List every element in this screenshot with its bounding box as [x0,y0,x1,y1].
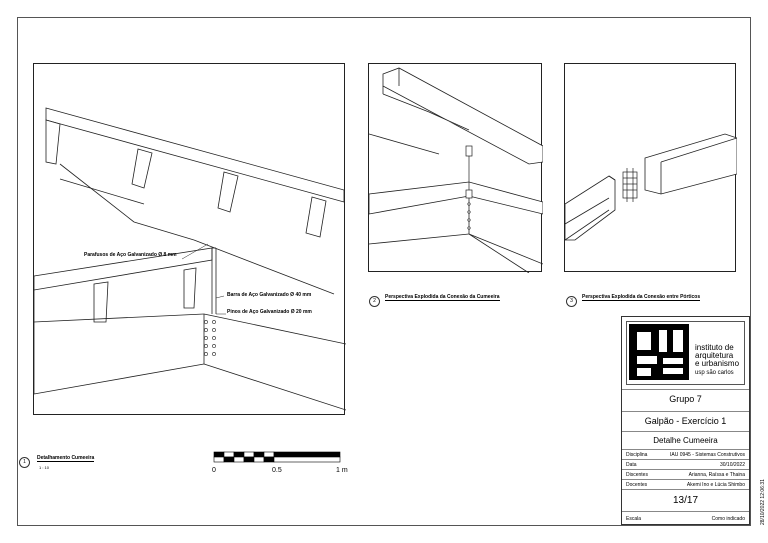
ridge-detail-drawing [34,107,346,411]
print-timestamp: 28/10/2022 12:06:31 [760,479,766,525]
sheet-number-row: 13/17 [622,489,749,511]
discipline-value: IAU 0945 - Sistemas Construtivos [669,452,745,458]
date-value: 30/10/2022 [719,462,745,468]
project-title: Galpão - Exercício 1 [644,416,727,426]
iau-logo-mark [629,324,689,380]
institution-logo: instituto de arquitetura e urbanismo usp… [626,321,745,385]
logo-line-2: arquitetura [695,351,734,360]
info-row-students: Discentes Arianna, Raíssa e Thaina [622,469,749,479]
view-2-exploded-ridge[interactable] [368,63,543,273]
info-row-teachers: Docentes Akemi Ino e Lúcia Shimbo [622,479,749,489]
logo-line-3: e urbanismo [695,359,740,368]
title-block: instituto de arquitetura e urbanismo usp… [621,316,750,525]
portal-exploded-drawing [565,133,737,241]
view-3-exploded-portal[interactable] [564,63,737,272]
logo-line-1: instituto de [695,343,734,352]
view-3-title: Perspectiva Explodida da Conexão entre P… [582,294,701,301]
project-row: Galpão - Exercício 1 [622,411,749,431]
scale-row: Escala Como indicado [622,511,749,524]
info-row-discipline: Disciplina IAU 0945 - Sistemas Construti… [622,449,749,459]
group-name: Grupo 7 [669,394,702,404]
students-value: Arianna, Raíssa e Thaina [688,472,745,478]
info-row-date: Data 30/10/2022 [622,459,749,469]
date-key: Data [626,462,637,468]
scale-bar [213,451,341,463]
label-screws: Parafusos de Aço Galvanizado Ø 8 mm [84,252,177,258]
view-2-title: Perspectiva Explodida da Conexão da Cume… [385,294,500,301]
scale-key: Escala [626,516,642,522]
sheet-number: 13/17 [672,495,699,506]
view-1-number: 1 [19,457,30,468]
view-1-title: Detalhamento Cumeeira [37,455,95,462]
view-1-scale: 1 : 10 [39,465,50,470]
teachers-value: Akemi Ino e Lúcia Shimbo [686,482,745,488]
discipline-key: Disciplina [626,452,648,458]
view-1-detail[interactable]: Parafusos de Aço Galvanizado Ø 8 mm Barr… [33,63,346,415]
sheet-title: Detalhe Cumeeira [653,436,718,445]
ridge-exploded-drawing [369,67,543,273]
sheet-title-row: Detalhe Cumeeira [622,431,749,449]
students-key: Discentes [626,472,648,478]
view-2-number: 2 [369,296,380,307]
label-pins: Pinos de Aço Galvanizado Ø 20 mm [227,309,312,315]
logo-line-4: usp são carlos [695,370,734,376]
drawing-sheet-border [17,17,751,526]
scale-label-05: 0.5 [272,467,282,474]
view-3-number: 3 [566,296,577,307]
label-bar: Barra de Aço Galvanizado Ø 40 mm [227,292,312,298]
teachers-key: Docentes [626,482,648,488]
scale-label-1m: 1 m [336,467,348,474]
scale-label-0: 0 [212,467,216,474]
scale-value: Como indicado [711,516,745,522]
group-row: Grupo 7 [622,389,749,411]
